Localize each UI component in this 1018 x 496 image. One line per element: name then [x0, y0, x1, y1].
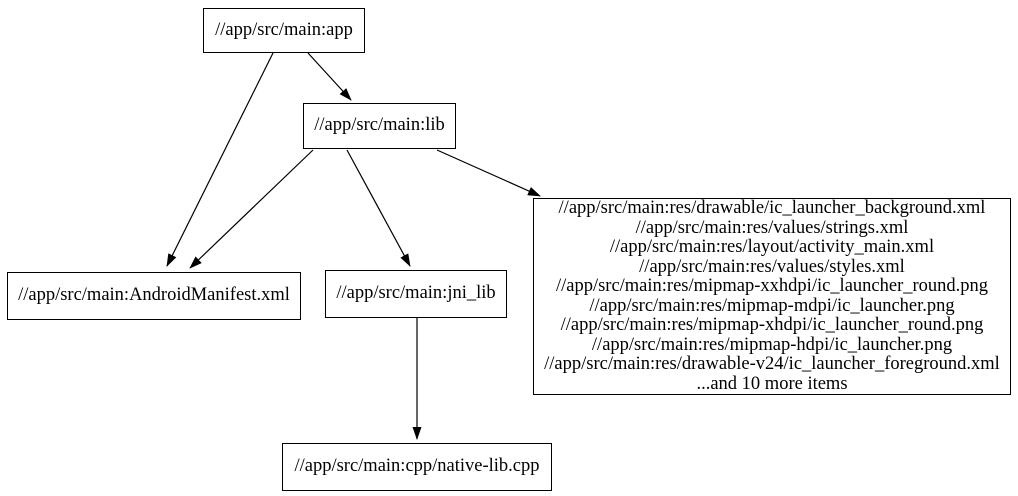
edge-lib-to-res [436, 149, 541, 197]
resource-item: //app/src/main:res/mipmap-xxhdpi/ic_laun… [555, 276, 989, 296]
edge-lib-to-jni-lib [346, 149, 411, 267]
resource-item: //app/src/main:res/mipmap-mdpi/ic_launch… [589, 295, 955, 316]
resource-item: //app/src/main:res/mipmap-hdpi/ic_launch… [591, 334, 953, 355]
graph-node-native-lib-cpp: //app/src/main:cpp/native-lib.cpp [282, 443, 552, 491]
graph-node-android-manifest-label: //app/src/main:AndroidManifest.xml [18, 285, 290, 306]
resource-item: //app/src/main:res/values/strings.xml [635, 217, 909, 238]
graph-node-app-label: //app/src/main:app [215, 19, 353, 40]
graph-node-jni-lib: //app/src/main:jni_lib [325, 270, 507, 318]
resource-item: //app/src/main:res/values/styles.xml [639, 256, 905, 277]
graph-node-lib: //app/src/main:lib [303, 103, 456, 149]
resource-item: //app/src/main:res/drawable/ic_launcher_… [558, 198, 986, 218]
edge-app-to-manifest [166, 52, 274, 267]
graph-node-lib-label: //app/src/main:lib [314, 115, 445, 136]
graph-node-android-manifest: //app/src/main:AndroidManifest.xml [7, 272, 301, 320]
resource-item: //app/src/main:res/drawable-v24/ic_launc… [544, 354, 1000, 374]
graph-node-native-lib-cpp-label: //app/src/main:cpp/native-lib.cpp [294, 456, 540, 477]
resource-more-items: ...and 10 more items [696, 373, 848, 394]
graph-node-app: //app/src/main:app [203, 8, 365, 53]
edge-app-to-lib [307, 52, 352, 101]
resource-item: //app/src/main:res/layout/activity_main.… [609, 237, 935, 257]
graph-node-jni-lib-label: //app/src/main:jni_lib [336, 283, 496, 304]
edge-lib-to-manifest [189, 149, 314, 269]
resource-item: //app/src/main:res/mipmap-xhdpi/ic_launc… [560, 315, 984, 335]
graph-node-resources: //app/src/main:res/drawable/ic_launcher_… [533, 198, 1011, 395]
